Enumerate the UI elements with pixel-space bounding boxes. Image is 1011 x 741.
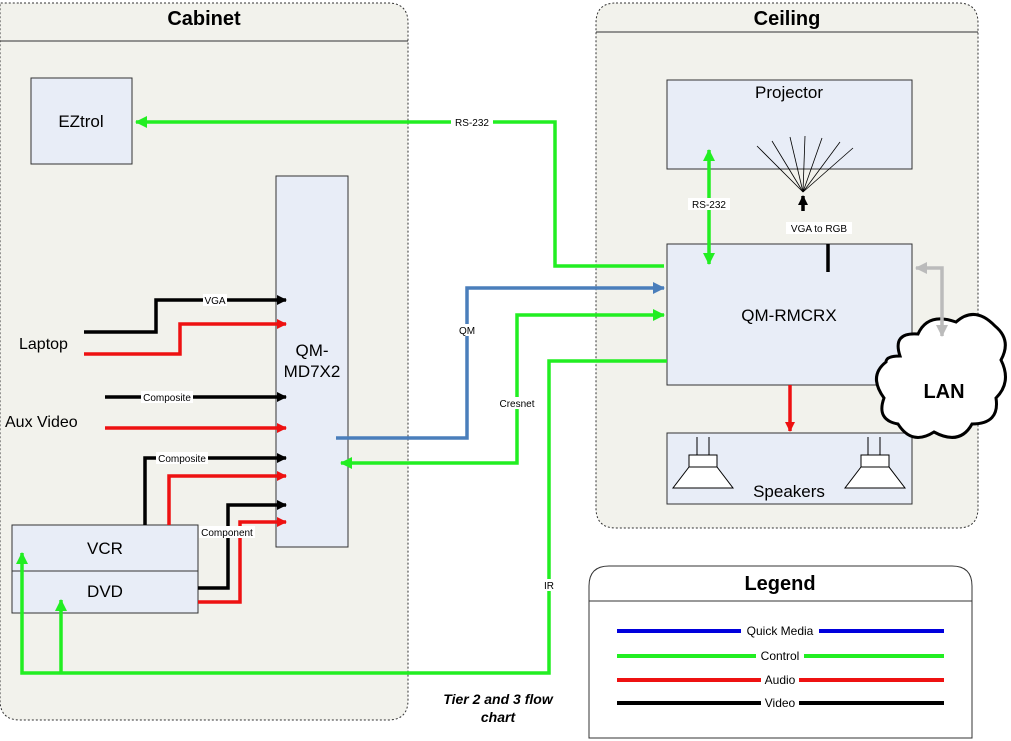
speakers-box: Speakers: [666, 432, 913, 505]
caption-line1: Tier 2 and 3 flow: [443, 691, 554, 707]
speaker-right-icon: [843, 437, 907, 489]
legend-label-control: Control: [761, 649, 800, 663]
receiver-box: QM-RMCRX: [666, 243, 913, 386]
caption-line2: chart: [481, 709, 517, 725]
dvd-box: DVD: [11, 570, 199, 614]
quick-media-connection: [336, 282, 665, 440]
ceiling-title: Ceiling: [754, 8, 821, 30]
projector-label: Projector: [755, 83, 823, 102]
laptop-label: Laptop: [19, 336, 68, 353]
rs232-eztrol-label: RS-232: [455, 118, 489, 129]
video-connections: [84, 195, 830, 590]
switcher-label-line1: QM-: [295, 341, 328, 360]
switcher-label-line2: MD7X2: [284, 362, 341, 381]
switcher-box: QM- MD7X2: [275, 175, 349, 548]
vga-to-rgb-label: VGA to RGB: [791, 224, 847, 235]
wire-labels: VGA Composite Composite Component RS-232…: [141, 116, 852, 592]
dvd-label: DVD: [87, 582, 123, 601]
lan-cloud: LAN: [875, 313, 1007, 439]
component-label: Component: [201, 528, 253, 539]
composite-vcr-label: Composite: [158, 454, 206, 465]
rs232-projector-label: RS-232: [692, 200, 726, 211]
speakers-label: Speakers: [753, 482, 825, 501]
vcr-box: VCR: [11, 524, 199, 572]
qm-label: QM: [459, 326, 475, 337]
receiver-label: QM-RMCRX: [741, 306, 836, 325]
cresnet-label: Cresnet: [499, 399, 534, 410]
legend-label-audio: Audio: [765, 673, 796, 687]
eztrol-box: EZtrol: [30, 77, 133, 165]
vga-label: VGA: [204, 296, 225, 307]
lan-connection: [915, 262, 948, 337]
eztrol-label: EZtrol: [58, 112, 103, 131]
audio-connections: [84, 319, 795, 604]
aux-video-label: Aux Video: [5, 414, 78, 431]
legend-title: Legend: [744, 573, 815, 595]
legend-panel: Legend Quick Media Control Audio Video: [588, 565, 973, 739]
speaker-left-icon: [671, 437, 735, 489]
legend-label-quick-media: Quick Media: [747, 624, 814, 638]
lan-label: LAN: [923, 381, 964, 403]
legend-label-video: Video: [765, 696, 796, 710]
projector-lens-icon: [756, 135, 854, 193]
ir-label: IR: [544, 581, 554, 592]
vcr-label: VCR: [87, 539, 123, 558]
cabinet-title: Cabinet: [167, 8, 241, 30]
composite-aux-label: Composite: [143, 393, 191, 404]
